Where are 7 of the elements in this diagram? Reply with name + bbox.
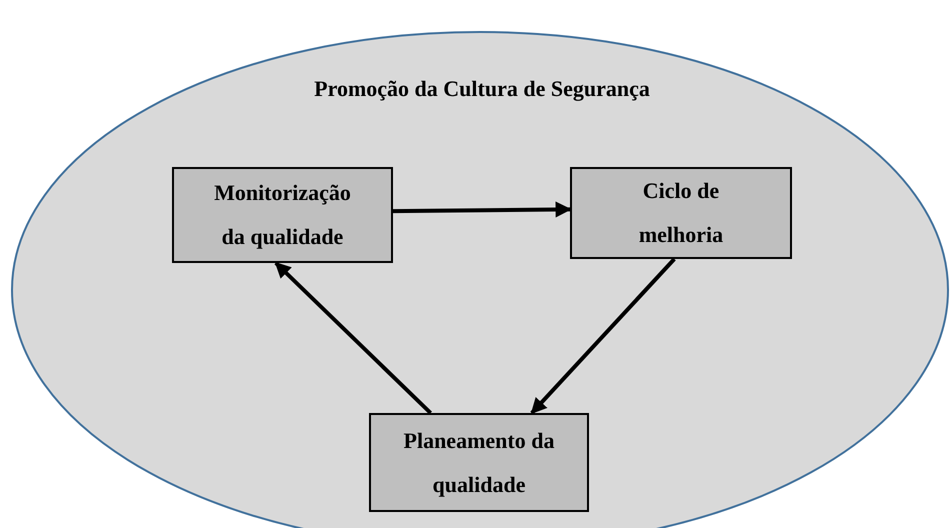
process-box: Ciclo de melhoria [570,167,792,259]
arrow [274,262,432,414]
process-box: Planeamento da qualidade [369,413,589,512]
arrow [530,258,676,414]
arrow [392,201,572,218]
process-box: Monitorização da qualidade [172,167,393,263]
heading-text: Promoção da Cultura de Segurança [313,76,651,102]
